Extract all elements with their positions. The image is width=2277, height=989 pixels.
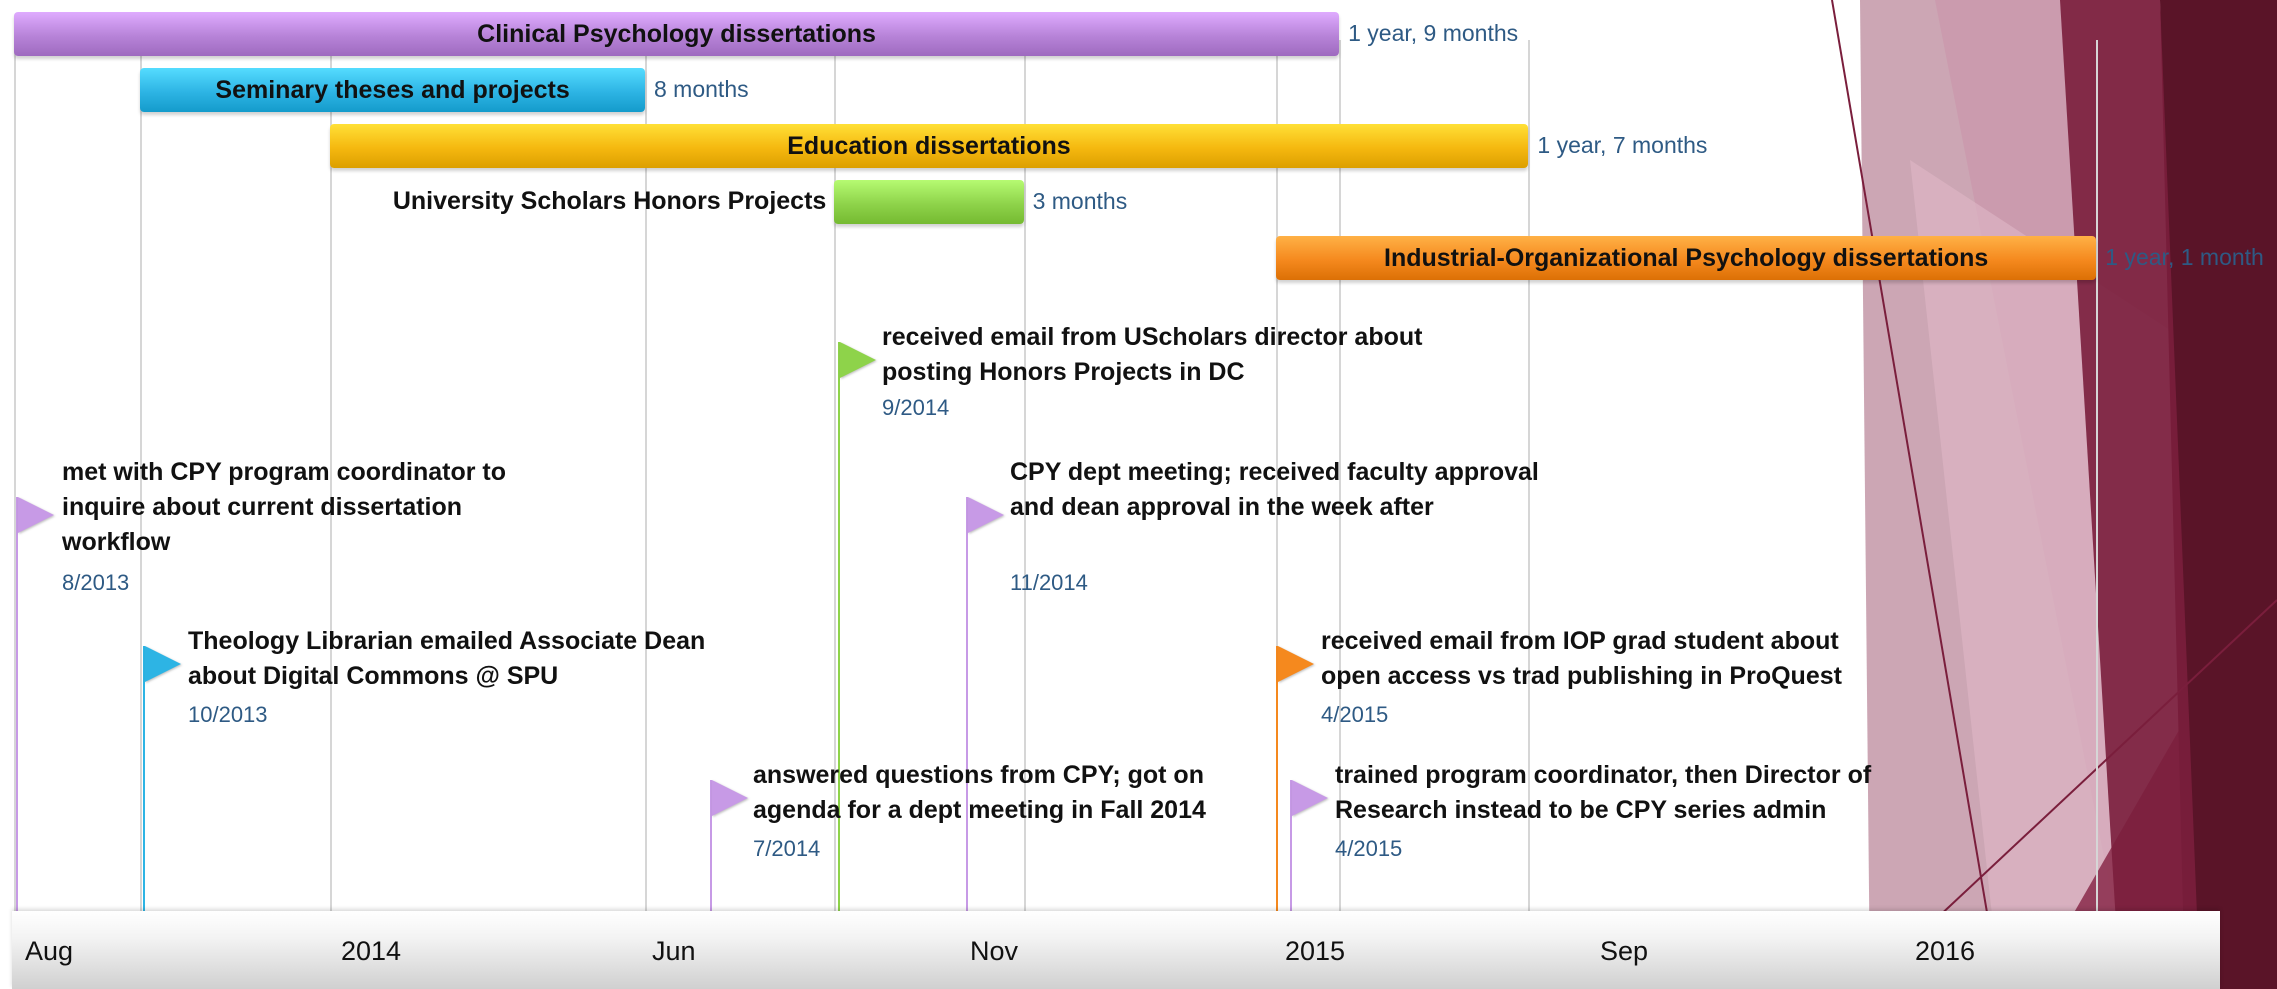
milestone-date: 10/2013 [188,702,268,727]
gantt-bar-duration: 1 year, 1 month [2105,244,2264,270]
axis-tick-label: 2014 [341,936,402,966]
milestone-description: received email from UScholars director a… [882,323,1423,386]
axis-tick-label: Sep [1600,936,1649,966]
milestone-description: Theology Librarian emailed Associate Dea… [188,627,706,690]
gridline [645,40,647,912]
milestone-description: trained program coordinator, then Direct… [1335,761,1872,824]
milestone-date: 8/2013 [62,570,130,595]
gridline [1339,40,1341,912]
gantt-bar-label: University Scholars Honors Projects [392,187,827,215]
gridline [140,40,142,912]
milestone-date: 11/2014 [1010,570,1088,595]
gridline [1276,40,1278,912]
milestone-pole [966,497,968,911]
milestone-description: received email from IOP grad student abo… [1321,627,1842,690]
milestone-date: 9/2014 [882,395,950,420]
gantt-bar-duration: 1 year, 9 months [1348,20,1519,46]
milestone-flag-icon [1292,780,1328,816]
gantt-bar-duration: 8 months [654,76,749,102]
milestone-flag-icon [712,780,748,816]
gantt-bar: Education dissertations [329,124,1529,168]
decor-line-1 [1831,0,2001,989]
axis-tick-label: Nov [970,936,1019,966]
gantt-bar-duration: 1 year, 7 months [1537,132,1708,158]
gridline [1528,40,1530,912]
gridline [834,40,836,912]
decor-line-2 [1934,599,2277,921]
milestone-pole [143,646,145,911]
axis-tick-label: 2016 [1915,936,1976,966]
milestone-pole [1290,780,1292,911]
gridline [330,40,332,912]
gantt-bar: Industrial-Organizational Psychology dis… [1276,236,2097,280]
milestone-description: met with CPY program coordinator to inqu… [62,458,507,556]
milestone-flag-icon [18,497,54,533]
axis-tick-label: 2015 [1285,936,1346,966]
milestone-flag-icon [840,342,876,378]
milestone-flag-icon [968,497,1004,533]
axis-tick-label: Aug [25,936,74,966]
milestone-pole [838,342,840,911]
gantt-bar: Clinical Psychology dissertations [14,12,1340,56]
gridline [14,40,16,912]
milestone-pole [710,780,712,911]
milestone-description: CPY dept meeting; received faculty appro… [1010,458,1539,521]
milestone-date: 7/2014 [753,836,821,861]
milestone-date: 4/2015 [1335,836,1403,861]
gantt-bar: Seminary theses and projects [140,68,645,112]
axis-tick-label: Jun [652,936,696,966]
milestone-flag-icon [145,646,181,682]
gridline [1024,40,1026,912]
milestone-description: answered questions from CPY; got on agen… [753,761,1206,824]
gantt-bar-duration: 3 months [1032,188,1128,214]
timeline-axis [12,911,2220,989]
milestone-pole [1276,646,1278,911]
milestone-date: 4/2015 [1321,702,1389,727]
gantt-bar [834,180,1024,224]
milestone-flag-icon [1278,646,1314,682]
gridline [2096,40,2098,912]
milestone-pole [16,497,18,911]
